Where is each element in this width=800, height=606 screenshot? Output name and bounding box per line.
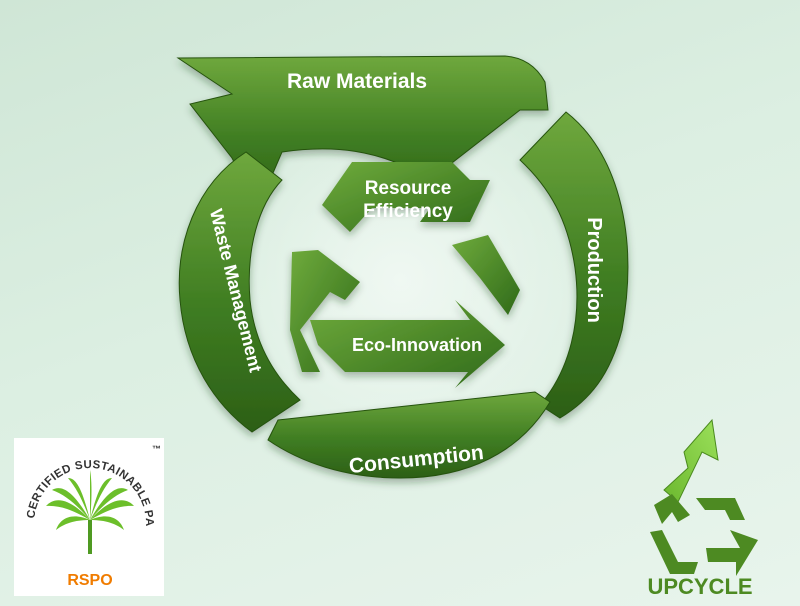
arrow-waste-management <box>178 151 301 433</box>
recycle-arrow-right <box>452 235 520 315</box>
recycle-symbol <box>290 162 520 388</box>
rspo-logo: CERTIFIED SUSTAINABLE PALM OIL ™ RSPO <box>0 0 164 596</box>
label-eco-innovation: Eco-Innovation <box>352 335 482 355</box>
label-efficiency: Efficiency <box>363 201 453 222</box>
upcycle-label: UPCYCLE <box>647 574 752 599</box>
arrow-production <box>519 111 629 419</box>
arrow-consumption <box>267 391 551 479</box>
outer-cycle <box>176 55 629 479</box>
recycle-arrow-top <box>322 162 490 232</box>
trademark-mark: ™ <box>152 444 161 454</box>
rspo-brand-text: RSPO <box>67 572 112 589</box>
recycle-arrow-bottom <box>310 300 505 388</box>
upcycle-badge: UPCYCLE <box>647 418 758 599</box>
label-raw-materials: Raw Materials <box>287 70 427 93</box>
upcycle-arrow-icon <box>663 418 719 503</box>
label-production: Production <box>583 217 605 323</box>
label-resource: Resource <box>365 178 452 199</box>
center-glow <box>200 80 600 480</box>
recycle-arrow-left <box>290 250 360 372</box>
palm-icon <box>46 470 134 554</box>
small-recycle-icon <box>650 494 758 576</box>
